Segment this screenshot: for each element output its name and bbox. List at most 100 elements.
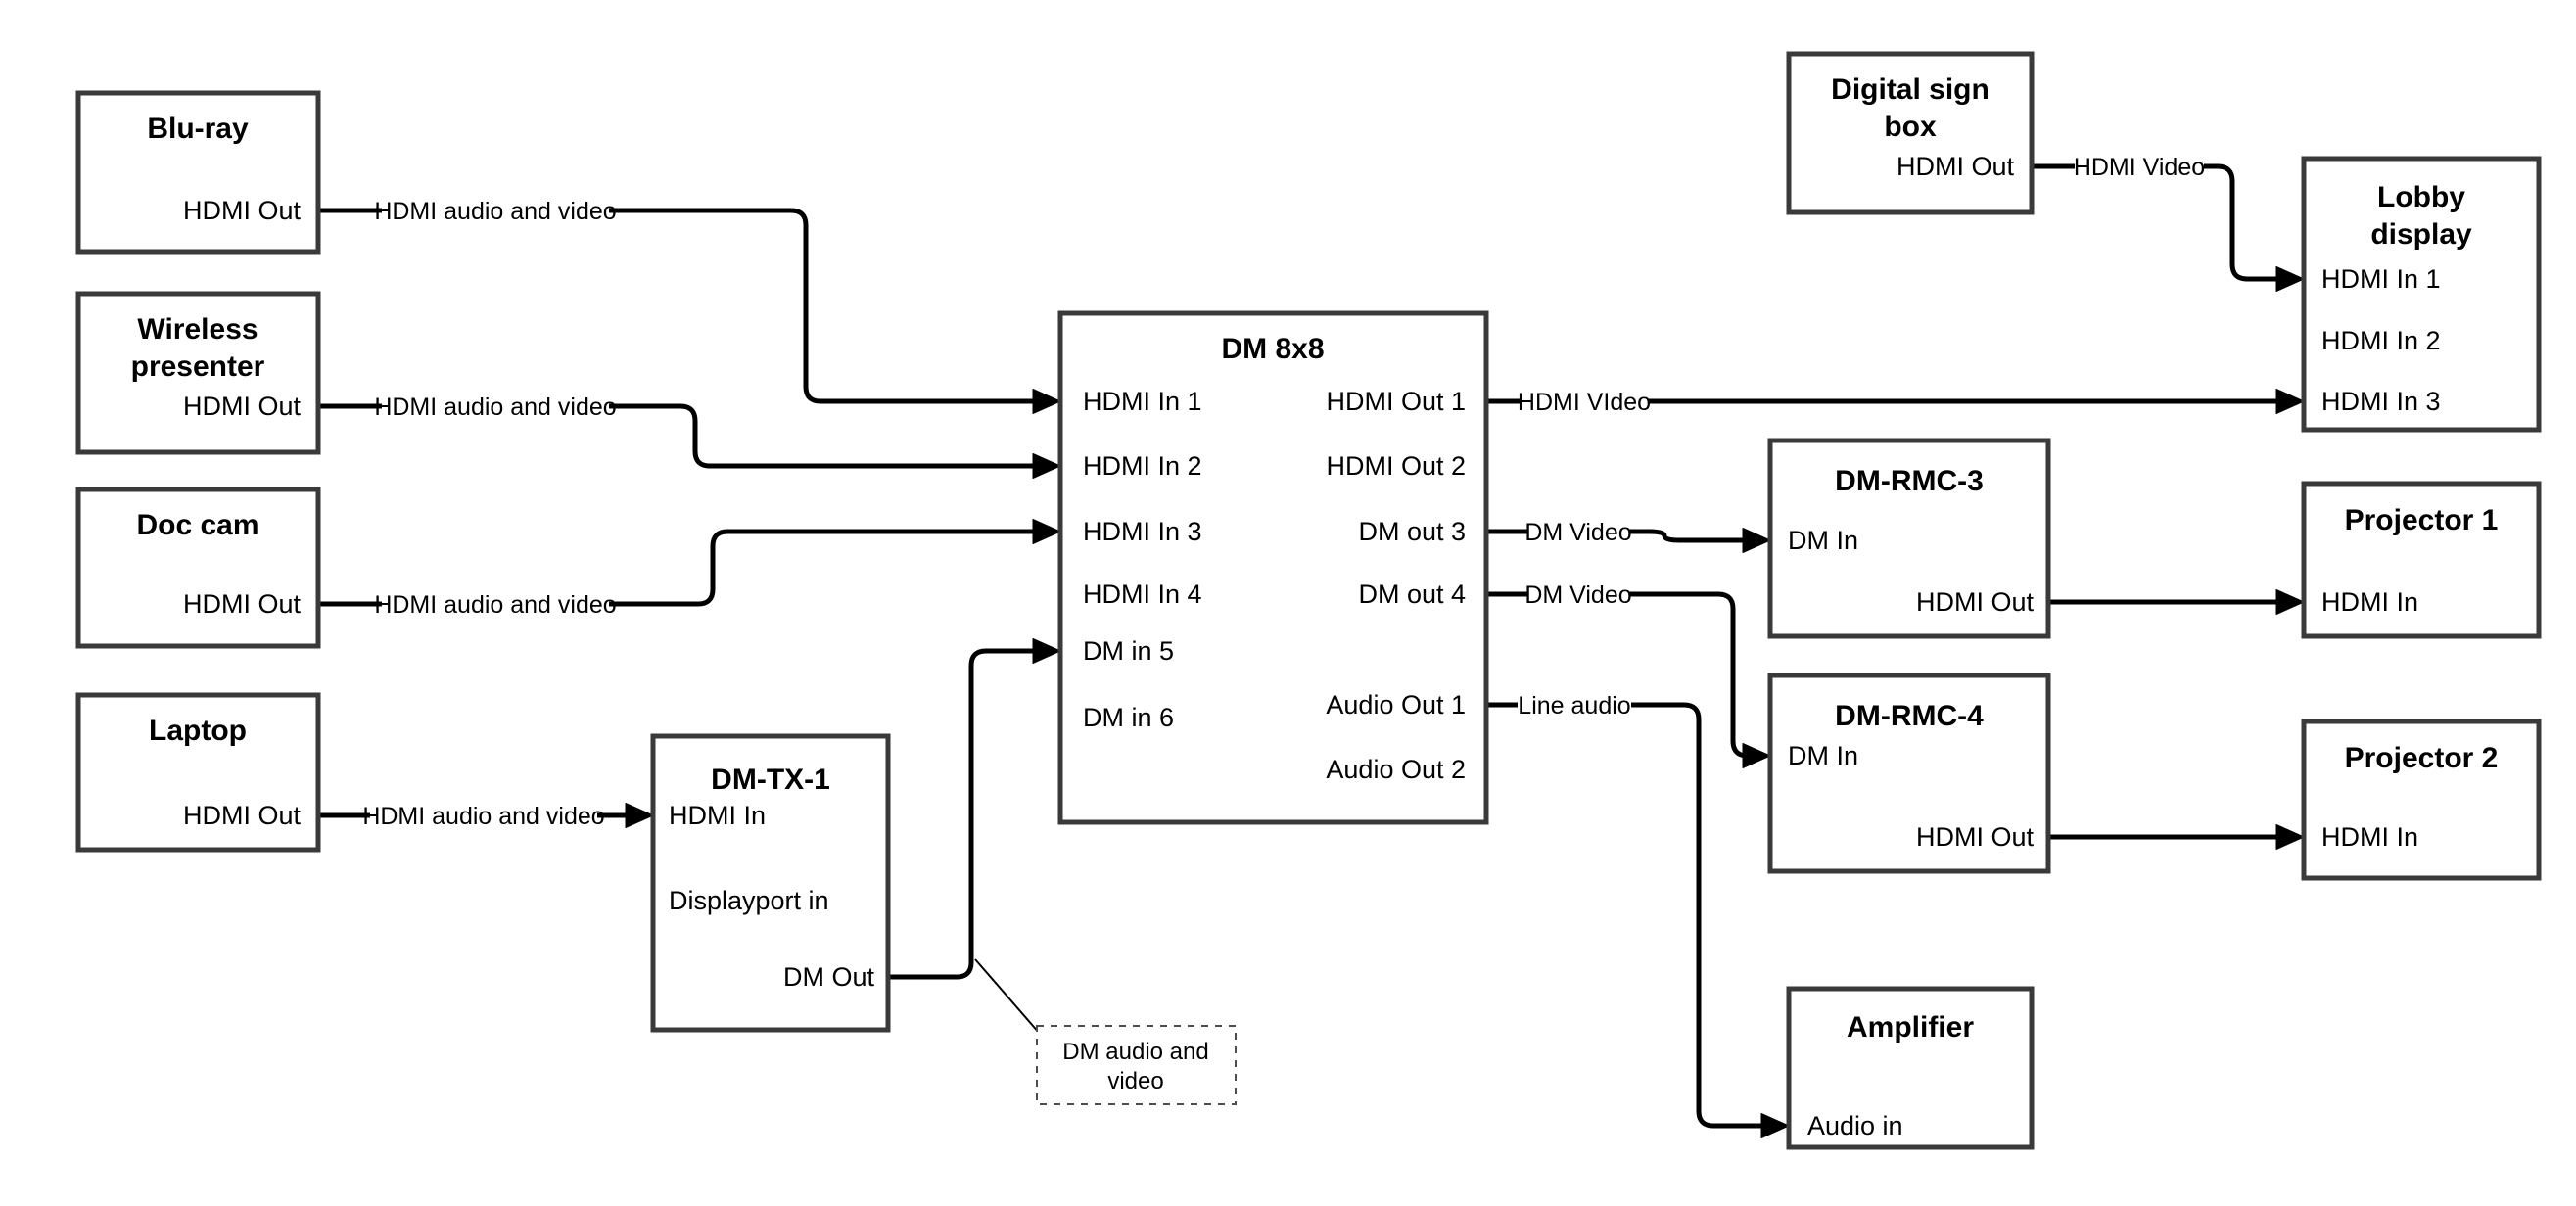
node-port: HDMI Out	[183, 392, 302, 421]
node-lobby-display: Lobby display HDMI In 1 HDMI In 2 HDMI I…	[2301, 156, 2542, 433]
node-title: DM-RMC-3	[1835, 465, 1984, 497]
node-title: Amplifier	[1847, 1011, 1974, 1044]
edge-label: HDMI VIdeo	[1518, 389, 1651, 416]
node-title: Lobby	[2377, 181, 2465, 213]
arrowhead-icon	[1032, 389, 1061, 414]
node-port: DM in 5	[1083, 636, 1174, 666]
node-title: presenter	[131, 350, 265, 383]
node-port: DM in 6	[1083, 703, 1174, 732]
node-box	[1786, 986, 2035, 1150]
annotation-box	[1036, 1025, 1237, 1105]
arrowhead-icon	[1032, 638, 1061, 664]
node-port: HDMI Out	[183, 589, 302, 619]
arrowhead-icon	[2275, 389, 2305, 414]
annotation-dm-audio-video: DM audio and video	[974, 958, 1237, 1105]
edge-label-bg	[370, 799, 597, 832]
node-box	[75, 692, 321, 853]
node-port: DM out 3	[1358, 517, 1466, 546]
node-port: Displayport in	[669, 886, 829, 915]
node-projector-2: Projector 2 HDMI In	[2301, 719, 2542, 881]
edge-dm8x8-audio1-to-amplifier: Line audio	[1486, 688, 1790, 1138]
arrowhead-icon	[1032, 453, 1061, 479]
node-port: HDMI In	[2321, 822, 2418, 852]
node-port: HDMI In 4	[1083, 580, 1202, 609]
wire	[888, 648, 1034, 980]
node-port: Audio in	[1807, 1111, 1903, 1140]
node-title: Digital sign	[1831, 73, 1990, 106]
node-title: DM-RMC-4	[1835, 700, 1984, 732]
node-title: Doc cam	[136, 509, 258, 541]
node-title: DM-TX-1	[711, 764, 830, 796]
node-port: HDMI Out	[183, 196, 302, 225]
edge-label: HDMI audio and video	[374, 591, 616, 619]
node-port: HDMI Out	[1897, 152, 2015, 181]
arrowhead-icon	[1032, 519, 1061, 544]
edge-label-bg	[1520, 385, 1649, 418]
edge-dmtx1-to-dm8x8-in5	[888, 638, 1061, 980]
arrowhead-icon	[625, 803, 654, 828]
wire	[318, 208, 1034, 404]
arrowhead-icon	[2275, 266, 2305, 292]
edge-bluray-to-dm8x8-in1: HDMI audio and video	[318, 194, 1061, 414]
node-port: HDMI Out	[1916, 587, 2035, 617]
node-box	[75, 90, 321, 255]
node-bluray: Blu-ray HDMI Out	[75, 90, 321, 255]
node-port: HDMI In 1	[2321, 264, 2441, 294]
wire	[318, 529, 1034, 607]
edge-label-bg	[382, 194, 609, 227]
node-port: HDMI In 1	[1083, 387, 1202, 416]
node-wireless-presenter: Wireless presenter HDMI Out	[75, 291, 321, 455]
node-doc-cam: Doc cam HDMI Out	[75, 487, 321, 649]
edge-label: DM Video	[1524, 581, 1631, 609]
node-box	[75, 487, 321, 649]
node-box	[1767, 438, 2051, 639]
edge-label-bg	[2075, 150, 2204, 183]
node-port: HDMI In	[669, 801, 766, 830]
edge-label-bg	[1518, 688, 1631, 721]
node-box	[650, 733, 891, 1033]
node-port: DM In	[1788, 526, 1858, 555]
annotation-text: video	[1107, 1068, 1163, 1094]
edge-dm8x8-out4-to-dmrmc4: DM Video	[1486, 578, 1771, 768]
edge-wireless-to-dm8x8-in2: HDMI audio and video	[318, 390, 1061, 479]
edge-label: DM Video	[1524, 519, 1631, 546]
node-title: Blu-ray	[147, 113, 249, 145]
annotation-leader-line	[974, 958, 1041, 1035]
node-port: HDMI Out	[1916, 822, 2035, 852]
node-amplifier: Amplifier Audio in	[1786, 986, 2035, 1150]
node-box	[2301, 156, 2542, 433]
node-port: DM out 4	[1358, 580, 1466, 609]
node-title: DM 8x8	[1221, 333, 1324, 365]
edge-label-bg	[1527, 515, 1629, 548]
node-digital-sign-box: Digital sign box HDMI Out	[1786, 51, 2035, 215]
node-port: HDMI In 3	[2321, 387, 2441, 416]
node-box	[1767, 673, 2051, 874]
node-box	[2301, 719, 2542, 881]
node-dm-8x8: DM 8x8 HDMI In 1 HDMI In 2 HDMI In 3 HDM…	[1057, 310, 1489, 825]
edge-label-bg	[1527, 578, 1629, 611]
edge-label: Line audio	[1518, 692, 1630, 719]
node-port: HDMI Out 1	[1326, 387, 1466, 416]
node-port: HDMI In	[2321, 587, 2418, 617]
edge-label: HDMI audio and video	[374, 394, 616, 421]
node-title: Wireless	[137, 313, 258, 346]
edge-doccam-to-dm8x8-in3: HDMI audio and video	[318, 519, 1061, 621]
nodes: Blu-ray HDMI Out Wireless presenter HDMI…	[75, 51, 2542, 1150]
node-dm-tx-1: DM-TX-1 HDMI In Displayport in DM Out	[650, 733, 891, 1033]
node-dm-rmc-3: DM-RMC-3 DM In HDMI Out	[1767, 438, 2051, 639]
node-port: HDMI In 2	[2321, 326, 2441, 355]
edge-dm8x8-out1-to-lobby-in3: HDMI VIdeo	[1486, 385, 2305, 418]
node-port: HDMI Out 2	[1326, 451, 1466, 481]
node-title: Laptop	[149, 715, 247, 747]
edge-dm8x8-out3-to-dmrmc3: DM Video	[1486, 515, 1771, 553]
arrowhead-icon	[1742, 743, 1771, 768]
node-port: DM In	[1788, 741, 1858, 770]
wire	[1486, 591, 1749, 759]
node-port: HDMI In 3	[1083, 517, 1202, 546]
edges: HDMI audio and video HDMI audio and vide…	[318, 150, 2305, 1138]
edge-laptop-to-dmtx1: HDMI audio and video	[318, 799, 654, 832]
node-port: Audio Out 1	[1326, 690, 1466, 719]
edge-label: HDMI Video	[2074, 154, 2205, 181]
